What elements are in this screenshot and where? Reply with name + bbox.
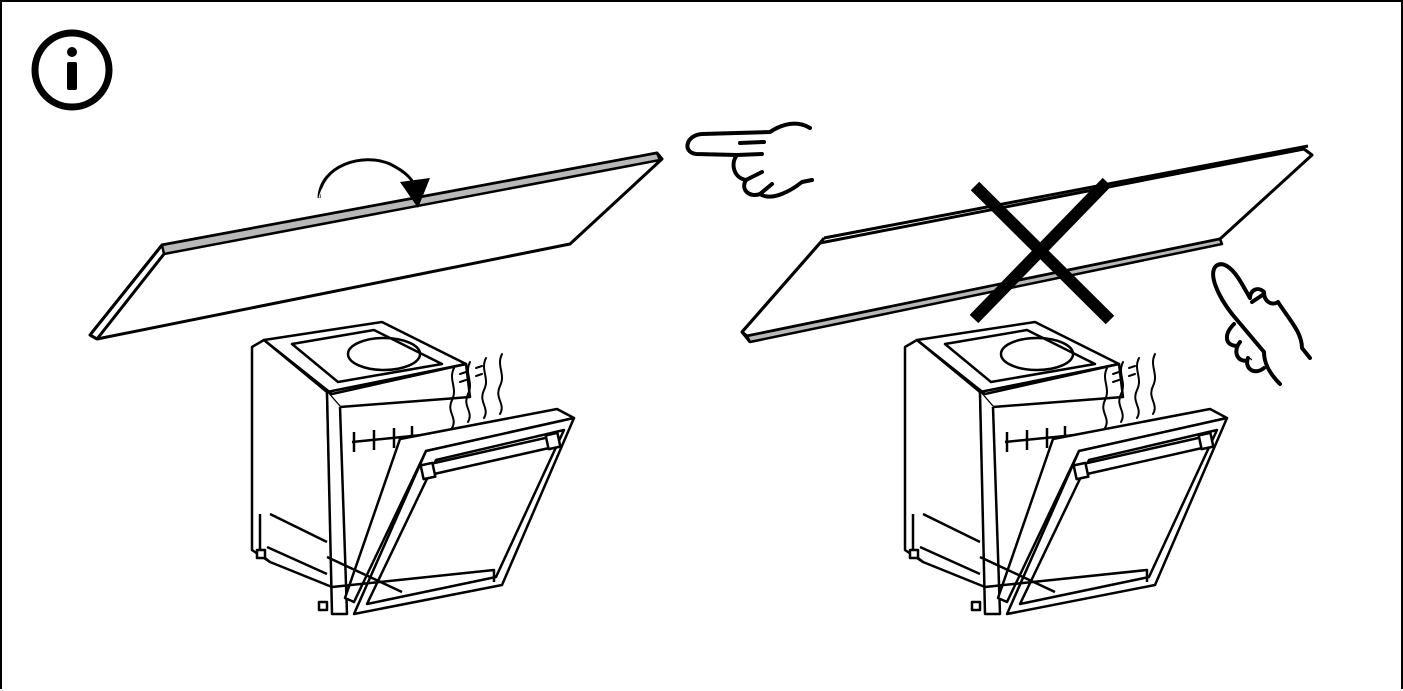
flip-arrow-icon xyxy=(317,158,430,208)
panel-correct xyxy=(88,121,814,616)
steam-icon-left xyxy=(449,353,503,429)
info-icon xyxy=(31,29,113,111)
dishwasher-left xyxy=(250,320,576,616)
info-glyph: i xyxy=(2,2,3,3)
panel-incorrect xyxy=(740,144,1314,616)
cross-icon xyxy=(969,177,1115,325)
countertop-board-left xyxy=(88,151,664,341)
steam-icon-right xyxy=(1102,353,1156,429)
dishwasher-right xyxy=(903,320,1229,616)
pointing-hand-icon-right xyxy=(1211,262,1312,386)
pointing-hand-icon xyxy=(685,121,814,199)
